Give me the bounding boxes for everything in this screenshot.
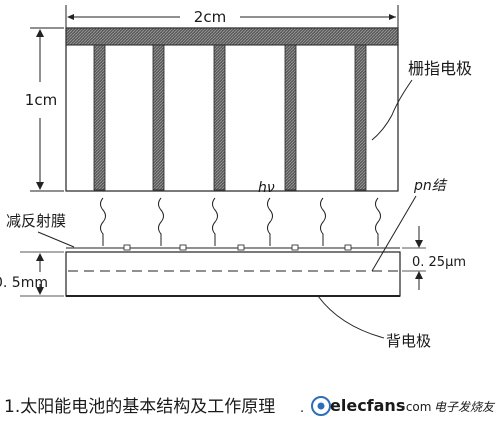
depth-dim-arrow-top xyxy=(415,240,423,248)
antireflection-leader xyxy=(37,231,75,248)
back-electrode-leader xyxy=(317,295,385,339)
top-contact xyxy=(291,244,299,251)
watermark-logo-dot xyxy=(317,402,325,410)
height-dim-arrow-down xyxy=(36,182,44,190)
top-contact xyxy=(179,244,187,251)
depth-dim-arrow-bottom xyxy=(415,271,423,279)
watermark-brand: elecfans xyxy=(330,396,405,415)
top-contact xyxy=(237,244,245,251)
grid-finger xyxy=(213,44,226,191)
grid-finger-label: 栅指电极 xyxy=(408,59,472,78)
width-label: 2cm xyxy=(194,8,226,26)
grid-finger xyxy=(284,44,297,191)
grid-finger-leader xyxy=(371,79,413,141)
watermark-domain: ·com xyxy=(402,400,431,414)
top-contacts xyxy=(123,244,352,251)
antireflection-label: 减反射膜 xyxy=(6,212,66,230)
figure-caption: 1.太阳能电池的基本结构及工作原理 xyxy=(4,397,275,417)
junction-depth-label: 0. 25μm xyxy=(412,255,466,270)
light-label: hν xyxy=(258,180,275,196)
light-ray xyxy=(375,197,381,246)
cell-body-outline xyxy=(65,251,401,297)
light-ray xyxy=(267,197,273,246)
pn-junction-leader xyxy=(371,195,417,272)
cell-top-outline xyxy=(65,27,399,192)
grid-finger xyxy=(354,44,367,191)
bus-bar xyxy=(65,27,399,46)
top-contact xyxy=(123,244,131,251)
light-ray xyxy=(158,197,164,246)
top-contact xyxy=(344,244,352,251)
thickness-dim-arrow-down xyxy=(36,287,44,295)
light-rays xyxy=(100,197,381,246)
watermark-logo-icon xyxy=(311,396,331,416)
light-ray xyxy=(100,197,106,246)
light-ray xyxy=(320,197,326,246)
height-label: 1cm xyxy=(25,91,57,109)
light-ray xyxy=(212,197,218,246)
top-view: 2cm 1cm 栅指电极 xyxy=(25,5,472,192)
watermark-cn-text: 电子发烧友 xyxy=(434,400,496,414)
cross-section: hν pn结 减反射膜 xyxy=(0,178,466,350)
height-dim-arrow-up xyxy=(36,29,44,37)
back-electrode-label: 背电极 xyxy=(386,332,431,350)
pn-junction-label: pn结 xyxy=(413,178,448,194)
grid-finger xyxy=(152,44,165,191)
thickness-dim-arrow-up xyxy=(36,253,44,261)
thickness-label: 0. 5mm xyxy=(0,275,48,291)
grid-finger xyxy=(93,44,106,191)
caption-trailing-dots: . xyxy=(300,401,304,416)
watermark: elecfans ·com 电子发烧友 xyxy=(311,396,496,416)
